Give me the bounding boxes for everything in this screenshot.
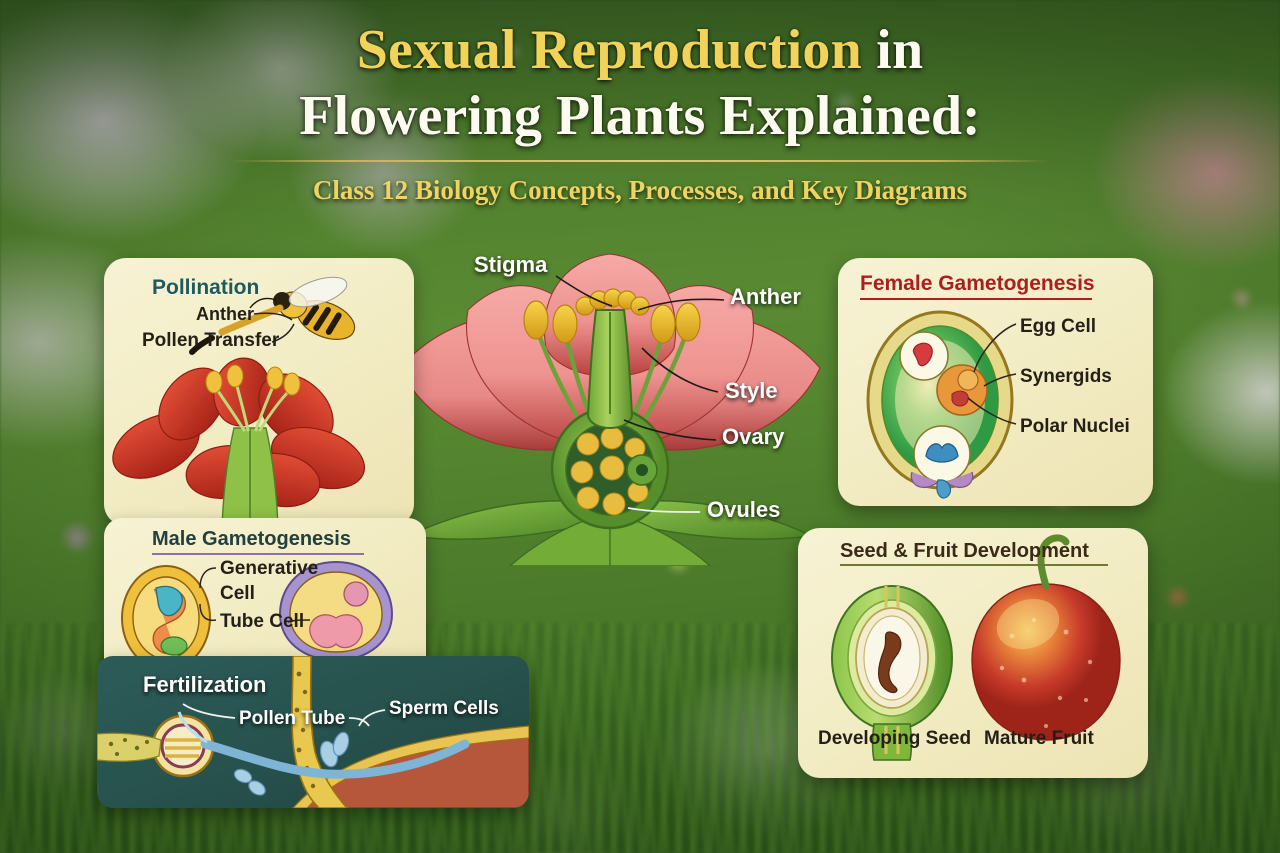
female-label-egg-cell: Egg Cell bbox=[1020, 316, 1097, 337]
fertilization-card-title: Fertilization bbox=[143, 672, 267, 697]
page-title-line1: Sexual Reproduction in bbox=[0, 22, 1280, 78]
egg-cell-nucleus bbox=[912, 342, 933, 367]
embryo-sac-strands bbox=[165, 738, 201, 758]
seed-card-title: Seed & Fruit Development bbox=[840, 540, 1089, 562]
antipodal-left bbox=[910, 471, 939, 488]
generative-cell-body bbox=[160, 636, 188, 656]
title-divider bbox=[230, 160, 1050, 162]
sperm-cells-group bbox=[233, 731, 350, 796]
chalazal-base bbox=[936, 479, 952, 499]
female-label-synergids: Synergids bbox=[1020, 366, 1112, 387]
tube-nucleus bbox=[155, 585, 183, 617]
female-label-polar-nuclei: Polar Nuclei bbox=[1020, 416, 1130, 437]
page-title-line1-rest: in bbox=[861, 19, 924, 81]
tube-cell-nucleus-large bbox=[309, 614, 363, 649]
page-title-highlight: Sexual Reproduction bbox=[356, 19, 862, 81]
antipodal-right bbox=[945, 471, 974, 488]
male-card-title: Male Gametogenesis bbox=[152, 528, 351, 550]
card-female-gametogenesis[interactable]: Female Gametogenesis Egg Cell Synergids … bbox=[838, 258, 1153, 506]
fertilization-label-sperm-cells: Sperm Cells bbox=[389, 698, 499, 719]
synergid-nucleus bbox=[951, 390, 969, 407]
seed-label-developing-seed: Developing Seed bbox=[818, 728, 972, 749]
seed-fruit-illustration bbox=[831, 534, 1121, 761]
micropyle-canal bbox=[97, 732, 162, 762]
female-card-title: Female Gametogenesis bbox=[860, 272, 1095, 295]
bee-proboscis-arm bbox=[218, 304, 284, 336]
central-flower-illustration bbox=[360, 236, 860, 567]
male-label-generative-cell-line2: Cell bbox=[220, 583, 255, 604]
card-pollination[interactable]: Pollination Anther Pollen Transfer bbox=[104, 258, 414, 526]
female-leader-lines bbox=[967, 323, 1017, 425]
bee-wing bbox=[288, 276, 348, 308]
red-flower-anthers bbox=[205, 364, 301, 396]
generative-nucleus bbox=[343, 581, 369, 607]
male-gametogenesis-illustration bbox=[121, 560, 394, 686]
ovule-nucleus bbox=[636, 464, 648, 476]
card-fertilization[interactable]: Fertilization Pollen Tube Sperm Cells bbox=[97, 656, 529, 808]
male-label-tube-cell: Tube Cell bbox=[220, 611, 305, 632]
sperm-guide-line bbox=[177, 711, 208, 744]
page-subtitle: Class 12 Biology Concepts, Processes, an… bbox=[312, 175, 968, 205]
ovules-group bbox=[570, 426, 649, 516]
pollination-label-pollen-transfer: Pollen Transfer bbox=[142, 330, 280, 351]
seed-title-underline bbox=[840, 564, 1108, 566]
apple-body bbox=[971, 583, 1121, 741]
apple-highlight bbox=[996, 598, 1060, 650]
pollination-label-anther: Anther bbox=[196, 304, 254, 324]
fertilization-label-pollen-tube: Pollen Tube bbox=[239, 708, 346, 729]
male-label-generative-cell-line1: Generative bbox=[220, 558, 319, 579]
synergid-lobe bbox=[957, 369, 979, 391]
card-seed-fruit-development[interactable]: Seed & Fruit Development Developing Seed… bbox=[798, 528, 1148, 778]
female-title-underline bbox=[860, 298, 1092, 300]
bee-antennae bbox=[249, 297, 277, 309]
page-title-block: Sexual Reproduction in Flowering Plants … bbox=[0, 22, 1280, 206]
flower-svg bbox=[399, 253, 821, 567]
seed-label-mature-fruit: Mature Fruit bbox=[984, 728, 1094, 749]
stamen-anthers bbox=[523, 300, 701, 344]
pollination-card-title: Pollination bbox=[152, 276, 260, 299]
embryo bbox=[877, 631, 902, 694]
fertilization-leader-lines bbox=[182, 703, 386, 727]
bee-icon bbox=[189, 276, 356, 355]
bee-legs bbox=[189, 335, 215, 355]
seed-stalk bbox=[871, 723, 913, 761]
page-title-line2: Flowering Plants Explained: bbox=[299, 85, 981, 147]
seed-raphe-lines bbox=[884, 586, 900, 754]
male-leader-lines bbox=[199, 567, 311, 623]
apple-stem bbox=[1037, 534, 1070, 590]
polar-nuclei-pair bbox=[925, 443, 959, 463]
apple-speckles bbox=[999, 618, 1093, 728]
sperm-path bbox=[200, 739, 470, 779]
fertilization-illustration bbox=[97, 656, 529, 808]
pollination-leader-lines bbox=[253, 312, 295, 343]
pollination-illustration bbox=[112, 276, 366, 526]
male-title-underline bbox=[152, 553, 364, 555]
micropyle-speckles bbox=[108, 738, 149, 756]
female-gametogenesis-illustration bbox=[866, 310, 1014, 499]
